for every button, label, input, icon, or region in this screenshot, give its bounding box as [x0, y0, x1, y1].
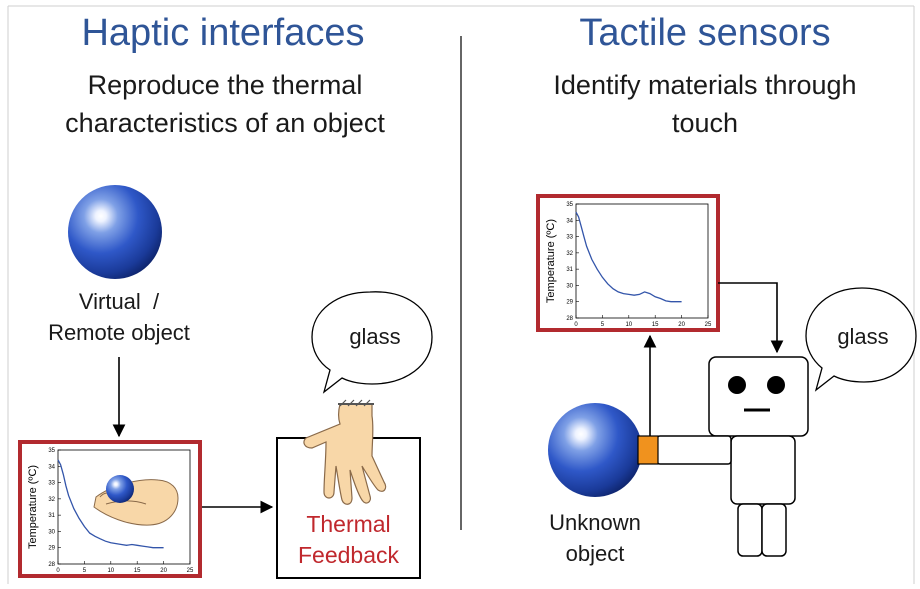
y-tick-label: 32 — [48, 497, 55, 503]
virtual-object-label-line2: Remote object — [48, 320, 190, 345]
x-tick-label: 25 — [705, 322, 712, 328]
right-title: Tactile sensors — [579, 12, 831, 54]
left-subtitle-line1: Reproduce the thermal — [87, 70, 363, 100]
hand-icon — [303, 399, 387, 505]
y-axis-label: Temperature (ºC) — [27, 465, 39, 549]
x-tick-label: 20 — [678, 322, 685, 328]
plot-area — [575, 203, 709, 319]
thermal-feedback-label: Thermal Feedback — [281, 509, 416, 571]
right-subtitle: Identify materials through touch — [520, 66, 890, 142]
virtual-object-label-line1: Virtual / — [78, 289, 160, 314]
temperature-curve — [575, 211, 682, 303]
x-tick-label: 20 — [160, 568, 167, 574]
x-tick-label: 0 — [574, 322, 578, 328]
left-title: Haptic interfaces — [81, 12, 365, 54]
y-tick-label: 29 — [566, 300, 573, 306]
open-hand-with-sphere-icon — [93, 475, 179, 526]
y-tick-label: 35 — [48, 448, 55, 454]
right-bubble-text: glass — [837, 324, 889, 349]
thermal-feedback-line1: Thermal — [306, 511, 391, 537]
y-tick-label: 34 — [48, 464, 55, 470]
y-tick-label: 34 — [566, 218, 573, 224]
right-subtitle-line1: Identify materials through — [553, 70, 857, 100]
y-tick-label: 30 — [566, 283, 573, 289]
x-tick-label: 10 — [107, 568, 114, 574]
y-tick-label: 33 — [566, 235, 573, 241]
thermal-sensor-pad — [637, 435, 659, 465]
y-tick-label: 31 — [48, 513, 55, 519]
y-tick-label: 30 — [48, 529, 55, 535]
left-speech-bubble — [311, 291, 433, 394]
x-tick-label: 0 — [56, 568, 60, 574]
y-tick-label: 28 — [48, 562, 55, 568]
thermal-feedback-line2: Feedback — [297, 542, 399, 568]
right-speech-bubble — [805, 287, 917, 392]
x-tick-label: 15 — [134, 568, 141, 574]
y-tick-label: 31 — [566, 267, 573, 273]
y-tick-label: 29 — [48, 546, 55, 552]
x-tick-label: 5 — [83, 568, 87, 574]
temperature-curve — [57, 459, 164, 549]
robot-icon — [656, 356, 809, 557]
y-tick-label: 35 — [566, 202, 573, 208]
y-axis-label: Temperature (ºC) — [545, 219, 557, 303]
y-tick-label: 32 — [566, 251, 573, 257]
virtual-object-sphere — [68, 185, 162, 279]
x-tick-label: 15 — [652, 322, 659, 328]
unknown-object-sphere — [548, 403, 642, 497]
unknown-object-label-line2: object — [565, 541, 625, 566]
y-tick-label: 33 — [48, 481, 55, 487]
right-subtitle-line2: touch — [671, 108, 739, 138]
arrow-chart-to-robot — [718, 282, 784, 354]
y-tick-label: 28 — [566, 316, 573, 322]
unknown-object-label-line1: Unknown — [549, 510, 641, 535]
x-tick-label: 10 — [625, 322, 632, 328]
x-tick-label: 25 — [187, 568, 194, 574]
left-bubble-text: glass — [349, 324, 401, 349]
left-subtitle-line2: characteristics of an object — [65, 108, 385, 138]
x-tick-label: 5 — [601, 322, 605, 328]
virtual-object-label: Virtual / Remote object — [24, 286, 214, 348]
left-subtitle: Reproduce the thermal characteristics of… — [40, 66, 410, 142]
unknown-object-label: Unknown object — [520, 507, 670, 569]
